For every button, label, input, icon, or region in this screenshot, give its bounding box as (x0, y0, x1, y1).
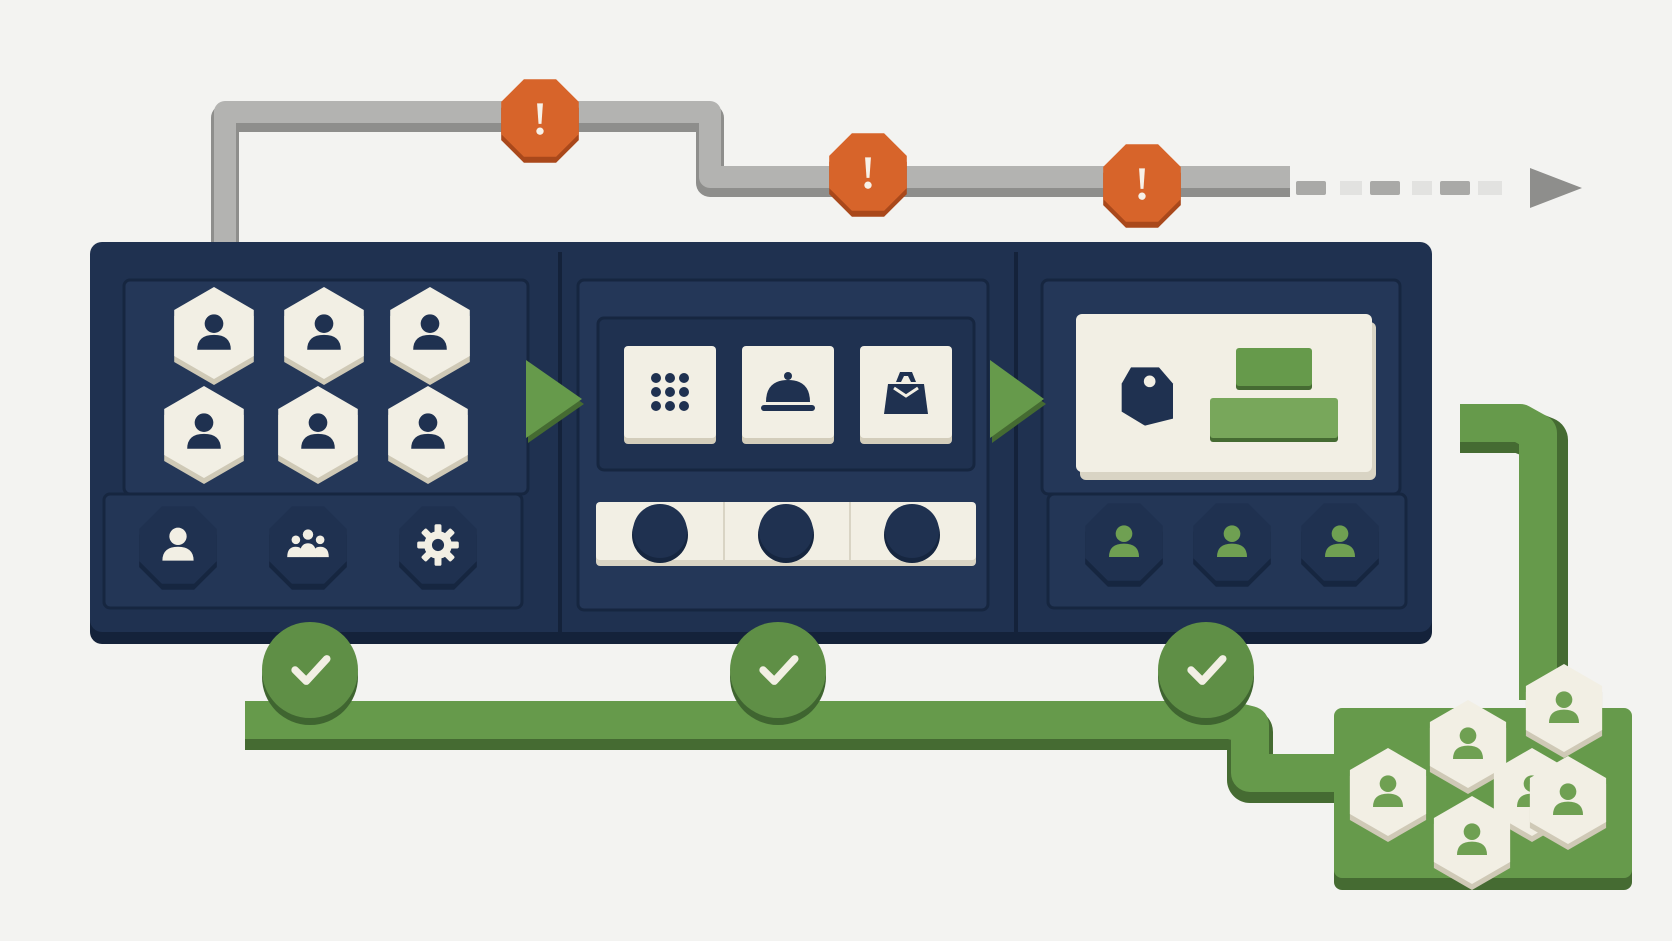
tile (742, 346, 834, 444)
tile (501, 79, 579, 163)
dot-icon (885, 504, 939, 558)
tile (174, 287, 254, 385)
checkpoint (262, 622, 358, 725)
right-arrow-icon (990, 360, 1046, 443)
tile (860, 346, 952, 444)
offer-card (1076, 314, 1376, 480)
tile (1301, 503, 1379, 587)
tile (269, 506, 347, 590)
tile (1349, 748, 1427, 842)
tile (139, 506, 217, 590)
dashed-arrow-icon (1296, 168, 1582, 208)
tile (388, 386, 468, 484)
tile (278, 386, 358, 484)
tile (1429, 700, 1507, 794)
grid-icon (651, 373, 689, 411)
tile (164, 386, 244, 484)
tile (1529, 756, 1607, 850)
checkpoint (1158, 622, 1254, 725)
stage-services (576, 278, 990, 612)
dot-icon (633, 504, 687, 558)
bar-long-icon (1210, 398, 1338, 442)
tile (1085, 503, 1163, 587)
right-arrow-icon (526, 360, 584, 443)
bar-short-icon (1236, 348, 1312, 390)
tile (1193, 503, 1271, 587)
tile (390, 287, 470, 385)
gear-icon (417, 524, 459, 566)
tile (399, 506, 477, 590)
tile (284, 287, 364, 385)
tile (1525, 664, 1603, 758)
dot-icon (759, 504, 813, 558)
dot-strip (596, 502, 976, 566)
tile (624, 346, 716, 444)
stage-audience (102, 278, 530, 610)
stage-offer (1040, 278, 1408, 610)
tile (1433, 796, 1511, 890)
checkpoint (730, 622, 826, 725)
stages-board (90, 242, 1432, 644)
tile (829, 133, 907, 217)
destination-pad (1334, 664, 1632, 890)
tile (1103, 144, 1181, 228)
